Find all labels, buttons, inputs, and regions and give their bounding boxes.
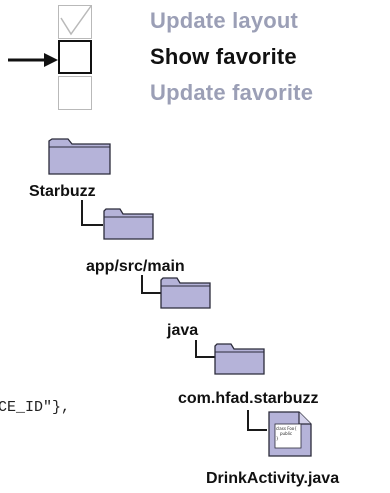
step-label-update-favorite: Update favorite xyxy=(150,80,314,105)
file-icon-code-line: class Foo{ xyxy=(276,426,297,431)
folder-icon xyxy=(214,343,265,375)
step-checkbox-done xyxy=(58,5,92,39)
folder-label-java: java xyxy=(167,322,199,339)
step-checkbox-current xyxy=(58,40,92,74)
folder-icon xyxy=(103,208,154,240)
folder-label-package: com.hfad.starbuzz xyxy=(178,390,319,407)
step-label-update-layout: Update layout xyxy=(150,8,299,33)
file-icon-code-line: } xyxy=(276,436,279,441)
folder-label-app-src-main: app/src/main xyxy=(86,258,185,275)
current-step-arrow-icon xyxy=(8,53,58,67)
step-label-show-favorite: Show favorite xyxy=(150,44,297,69)
step-checkbox-todo xyxy=(58,76,92,110)
file-label-drinkactivity: DrinkActivity.java xyxy=(206,470,340,487)
folder-icon xyxy=(160,277,211,309)
file-icon-code: class Foo{ public } xyxy=(276,426,300,441)
file-icon-code-line: public xyxy=(280,431,293,436)
checkmark-icon xyxy=(60,5,92,36)
folder-label-starbuzz: Starbuzz xyxy=(29,183,96,200)
folder-icon xyxy=(48,138,111,175)
java-file-icon xyxy=(268,411,312,457)
code-fragment: CE_ID"}, xyxy=(0,399,71,416)
